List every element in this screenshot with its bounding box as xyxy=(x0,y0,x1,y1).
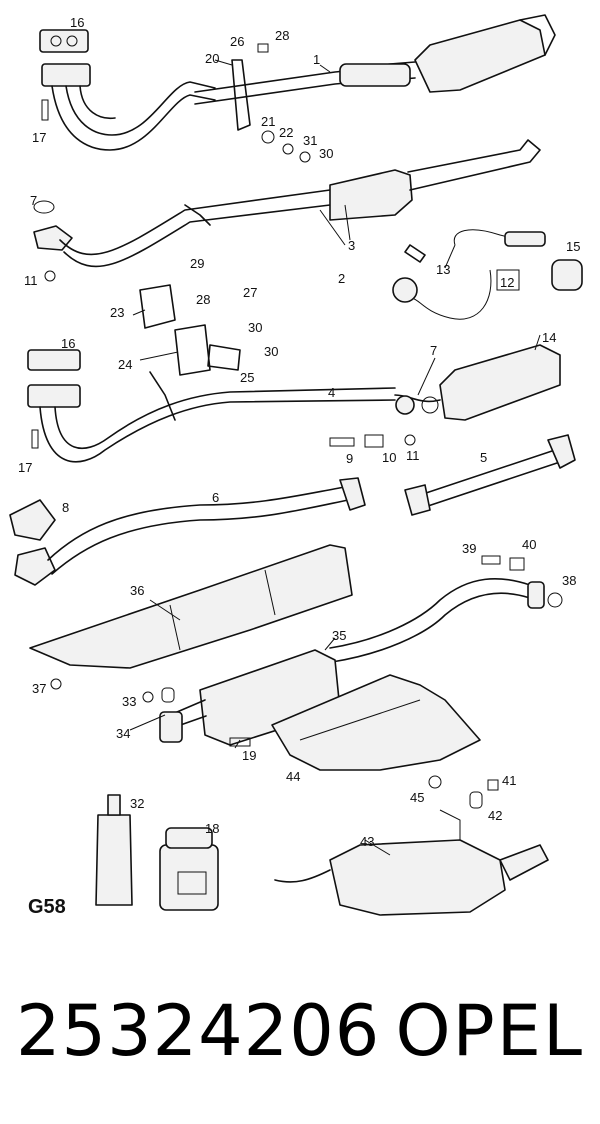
label-30-mid: 30 xyxy=(248,320,262,335)
intermediate-pipe-5 xyxy=(404,434,576,516)
label-22: 22 xyxy=(279,125,293,140)
rear-pipe-with-muffler-35 xyxy=(142,555,563,747)
exhaust-system-diagram: 16 17 1 20 26 28 21 22 31 30 7 11 3 2 29… xyxy=(9,14,583,916)
brand-name: OPEL xyxy=(395,990,584,1072)
manifold-flange-top xyxy=(41,63,91,87)
label-13: 13 xyxy=(436,262,450,277)
label-34: 34 xyxy=(116,726,130,741)
middle-pipe-with-resonator xyxy=(33,139,541,282)
label-28-top: 28 xyxy=(275,28,289,43)
label-44: 44 xyxy=(286,769,300,784)
rear-muffler-43 xyxy=(274,779,549,916)
label-32: 32 xyxy=(130,796,144,811)
resonator-3 xyxy=(329,169,413,221)
label-11-lower: 11 xyxy=(406,448,420,463)
part-labels: 16 17 1 20 26 28 21 22 31 30 7 11 3 2 29… xyxy=(18,15,580,849)
label-16-top: 16 xyxy=(70,15,84,30)
label-30-low: 30 xyxy=(264,344,278,359)
label-27: 27 xyxy=(243,285,257,300)
label-8: 8 xyxy=(62,500,69,515)
sealing-paste-tube xyxy=(95,814,133,906)
label-17-top: 17 xyxy=(32,130,46,145)
label-40: 40 xyxy=(522,537,536,552)
footer: 25324206 OPEL xyxy=(0,990,600,1080)
label-21: 21 xyxy=(261,114,275,129)
label-26: 26 xyxy=(230,34,244,49)
label-25: 25 xyxy=(240,370,254,385)
label-39: 39 xyxy=(462,541,476,556)
label-38: 38 xyxy=(562,573,576,588)
label-43: 43 xyxy=(360,834,374,849)
label-9: 9 xyxy=(346,451,353,466)
label-37: 37 xyxy=(32,681,46,696)
gasket-16-lower xyxy=(27,349,81,371)
label-3: 3 xyxy=(348,238,355,253)
oxygen-sensor xyxy=(504,231,546,247)
intermediate-pipe-6 xyxy=(9,477,366,586)
label-23: 23 xyxy=(110,305,124,320)
label-11-top: 11 xyxy=(24,273,38,288)
consumables xyxy=(95,794,219,911)
highlight-box-12 xyxy=(496,269,520,291)
label-1: 1 xyxy=(313,52,320,67)
label-7-mid: 7 xyxy=(430,343,437,358)
label-4: 4 xyxy=(328,385,335,400)
catalytic-converter-1 xyxy=(414,19,546,93)
grommet-15 xyxy=(551,259,583,291)
label-41: 41 xyxy=(502,773,516,788)
oxygen-sensor-assembly xyxy=(392,229,583,320)
diagram-code: G58 xyxy=(28,896,66,918)
catalytic-converter-14 xyxy=(439,344,561,421)
label-29: 29 xyxy=(190,256,204,271)
label-42: 42 xyxy=(488,808,502,823)
manifold-flange-lower xyxy=(27,384,81,408)
label-5: 5 xyxy=(480,450,487,465)
label-33: 33 xyxy=(122,694,136,709)
part-number: 25324206 xyxy=(16,990,381,1072)
sealant-jar xyxy=(159,844,219,911)
label-36: 36 xyxy=(130,583,144,598)
front-pipe-with-catalyst xyxy=(39,14,556,163)
gasket-16-top xyxy=(39,29,89,53)
label-14: 14 xyxy=(542,330,556,345)
label-7-top: 7 xyxy=(30,193,37,208)
front-pipe-variant xyxy=(27,284,561,463)
heat-shield-36 xyxy=(29,544,353,690)
label-16-lower: 16 xyxy=(61,336,75,351)
label-12: 12 xyxy=(500,275,514,290)
label-18: 18 xyxy=(205,821,219,836)
label-31: 31 xyxy=(303,133,317,148)
label-17-lower: 17 xyxy=(18,460,32,475)
label-19: 19 xyxy=(242,748,256,763)
label-15: 15 xyxy=(566,239,580,254)
connector-plug xyxy=(392,277,418,303)
leader-lines xyxy=(129,59,541,856)
label-2: 2 xyxy=(338,271,345,286)
gasket-8 xyxy=(9,499,56,541)
label-20: 20 xyxy=(205,51,219,66)
label-30-top: 30 xyxy=(319,146,333,161)
label-10: 10 xyxy=(382,450,396,465)
flex-joint xyxy=(339,63,411,87)
label-35: 35 xyxy=(332,628,346,643)
label-28-mid: 28 xyxy=(196,292,210,307)
label-24: 24 xyxy=(118,357,132,372)
heat-shield-44 xyxy=(271,674,481,789)
label-6: 6 xyxy=(212,490,219,505)
gasket-7 xyxy=(33,200,55,214)
label-45: 45 xyxy=(410,790,424,805)
